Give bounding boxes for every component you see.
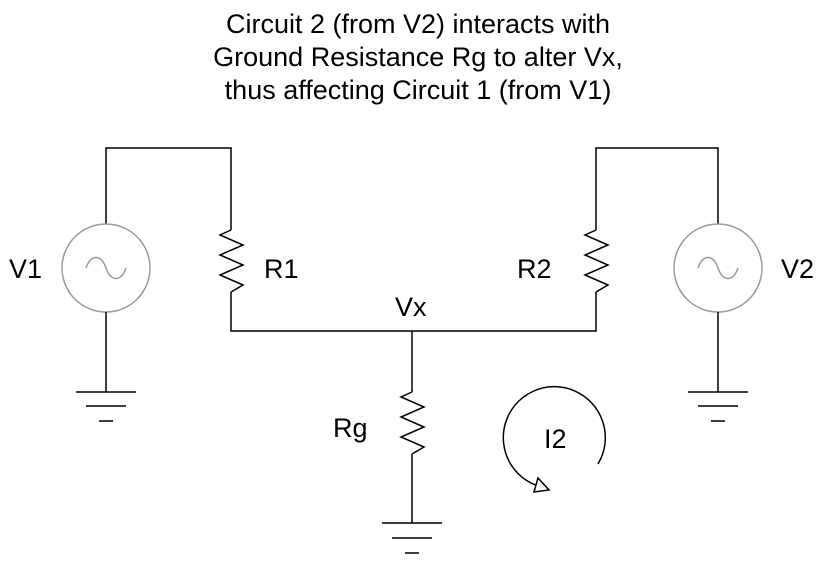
label-i2: I2 xyxy=(544,424,567,454)
title-line-3: thus affecting Circuit 1 (from V1) xyxy=(224,75,612,105)
i2-loop-arrow xyxy=(502,385,607,493)
label-r2: R2 xyxy=(517,254,552,284)
v1-source xyxy=(61,223,151,313)
diagram-title: Circuit 2 (from V2) interacts with Groun… xyxy=(0,8,836,107)
rg-resistor xyxy=(399,391,426,455)
title-line-2: Ground Resistance Rg to alter Vx, xyxy=(213,42,623,72)
label-r1: R1 xyxy=(264,254,299,284)
wire-v1-top xyxy=(105,147,232,237)
r2-resistor xyxy=(583,229,610,293)
ground-symbol-v2 xyxy=(688,391,748,422)
wire-r1-to-vx xyxy=(230,292,597,332)
wire-v2-top xyxy=(595,147,719,237)
label-vx: Vx xyxy=(395,292,427,322)
label-v2: V2 xyxy=(781,254,814,284)
label-rg: Rg xyxy=(333,413,368,443)
ground-symbol-v1 xyxy=(76,391,136,422)
v2-source xyxy=(673,223,763,313)
r1-resistor xyxy=(218,229,245,293)
ground-symbol-rg xyxy=(382,522,442,554)
title-line-1: Circuit 2 (from V2) interacts with xyxy=(225,9,611,39)
label-v1: V1 xyxy=(9,254,42,284)
